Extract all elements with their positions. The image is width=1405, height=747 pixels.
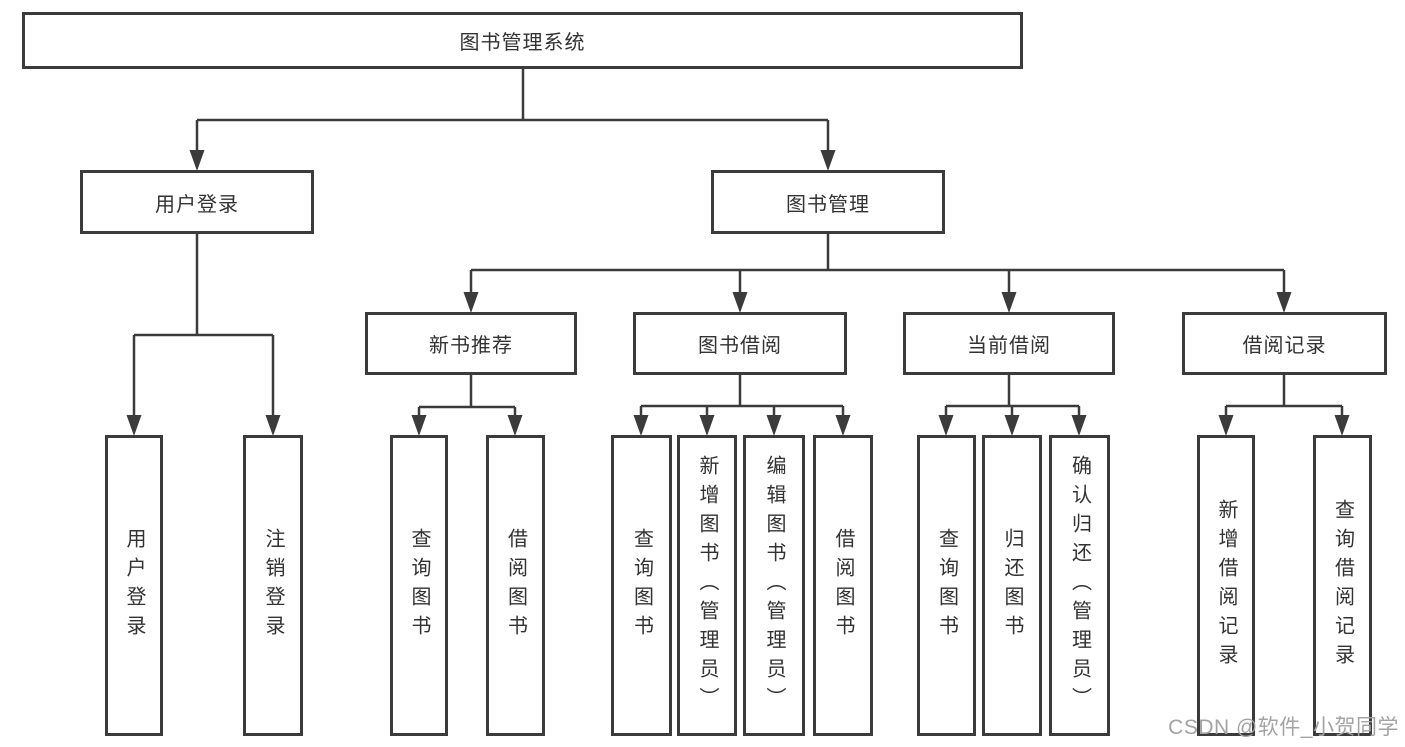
node-library-system: 图书管理系统 <box>22 12 1023 69</box>
leaf-query-books-current: 查询图书 <box>917 435 976 736</box>
leaf-query-books-recommend: 查询图书 <box>390 435 448 736</box>
leaf-user-login: 用户登录 <box>105 435 163 736</box>
leaf-return-books: 归还图书 <box>982 435 1042 736</box>
node-borrow-records: 借阅记录 <box>1182 312 1387 375</box>
leaf-borrow-books: 借阅图书 <box>813 435 873 736</box>
node-book-borrow: 图书借阅 <box>633 312 847 375</box>
leaf-add-borrow-record: 新增借阅记录 <box>1197 435 1255 736</box>
leaf-query-borrow-record: 查询借阅记录 <box>1313 435 1372 736</box>
node-user-login: 用户登录 <box>80 170 314 234</box>
leaf-logout-login: 注销登录 <box>243 435 303 736</box>
node-current-borrow: 当前借阅 <box>903 312 1115 375</box>
leaf-borrow-books-recommend: 借阅图书 <box>486 435 545 736</box>
csdn-watermark: CSDN @软件_小贺同学 <box>1168 716 1399 739</box>
leaf-add-book-admin: 新增图书（管理员） <box>677 435 737 736</box>
node-book-management: 图书管理 <box>711 170 945 234</box>
leaf-edit-book-admin: 编辑图书（管理员） <box>743 435 805 736</box>
leaf-query-books-borrow: 查询图书 <box>611 435 672 736</box>
leaf-confirm-return-admin: 确认归还（管理员） <box>1049 435 1110 736</box>
node-new-book-recommend: 新书推荐 <box>365 312 577 375</box>
